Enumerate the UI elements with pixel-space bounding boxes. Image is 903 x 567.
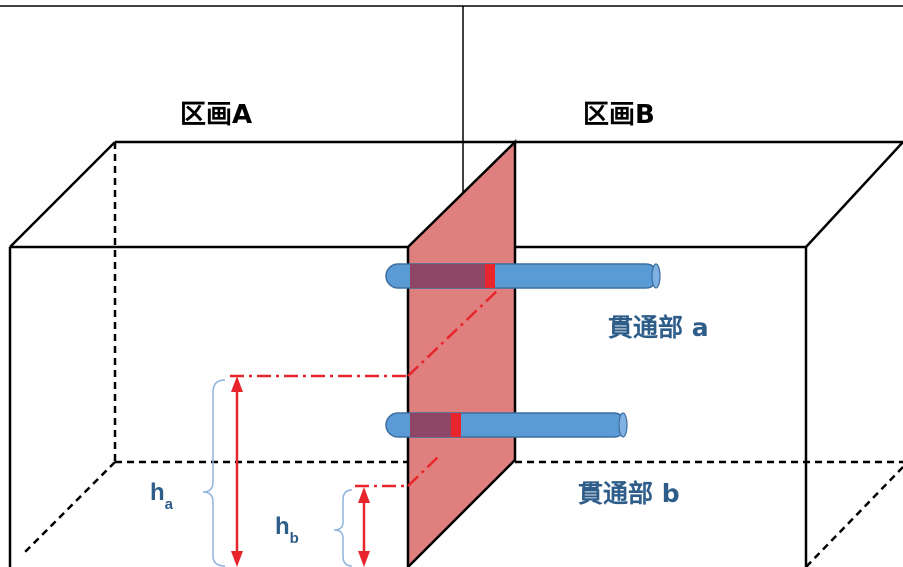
compartment-a-box xyxy=(8,140,515,567)
pipe-b xyxy=(385,412,628,438)
penetration-b-label: 貫通部 b xyxy=(578,479,680,508)
brace-b xyxy=(333,489,353,567)
brace-a xyxy=(202,379,226,567)
wall-guide-lines xyxy=(407,289,499,487)
height-a-label: ha xyxy=(150,479,174,513)
zone-b-label: 区画B xyxy=(583,100,655,130)
fire-wall-panel xyxy=(406,139,517,567)
height-b-dimension xyxy=(355,484,408,567)
zone-a-label: 区画A xyxy=(180,100,252,130)
height-a-dimension xyxy=(230,374,408,567)
penetration-a-label: 貫通部 a xyxy=(608,313,709,342)
pipe-a xyxy=(385,263,661,289)
height-b-label: hb xyxy=(275,513,299,547)
compartment-b-box xyxy=(515,140,903,567)
